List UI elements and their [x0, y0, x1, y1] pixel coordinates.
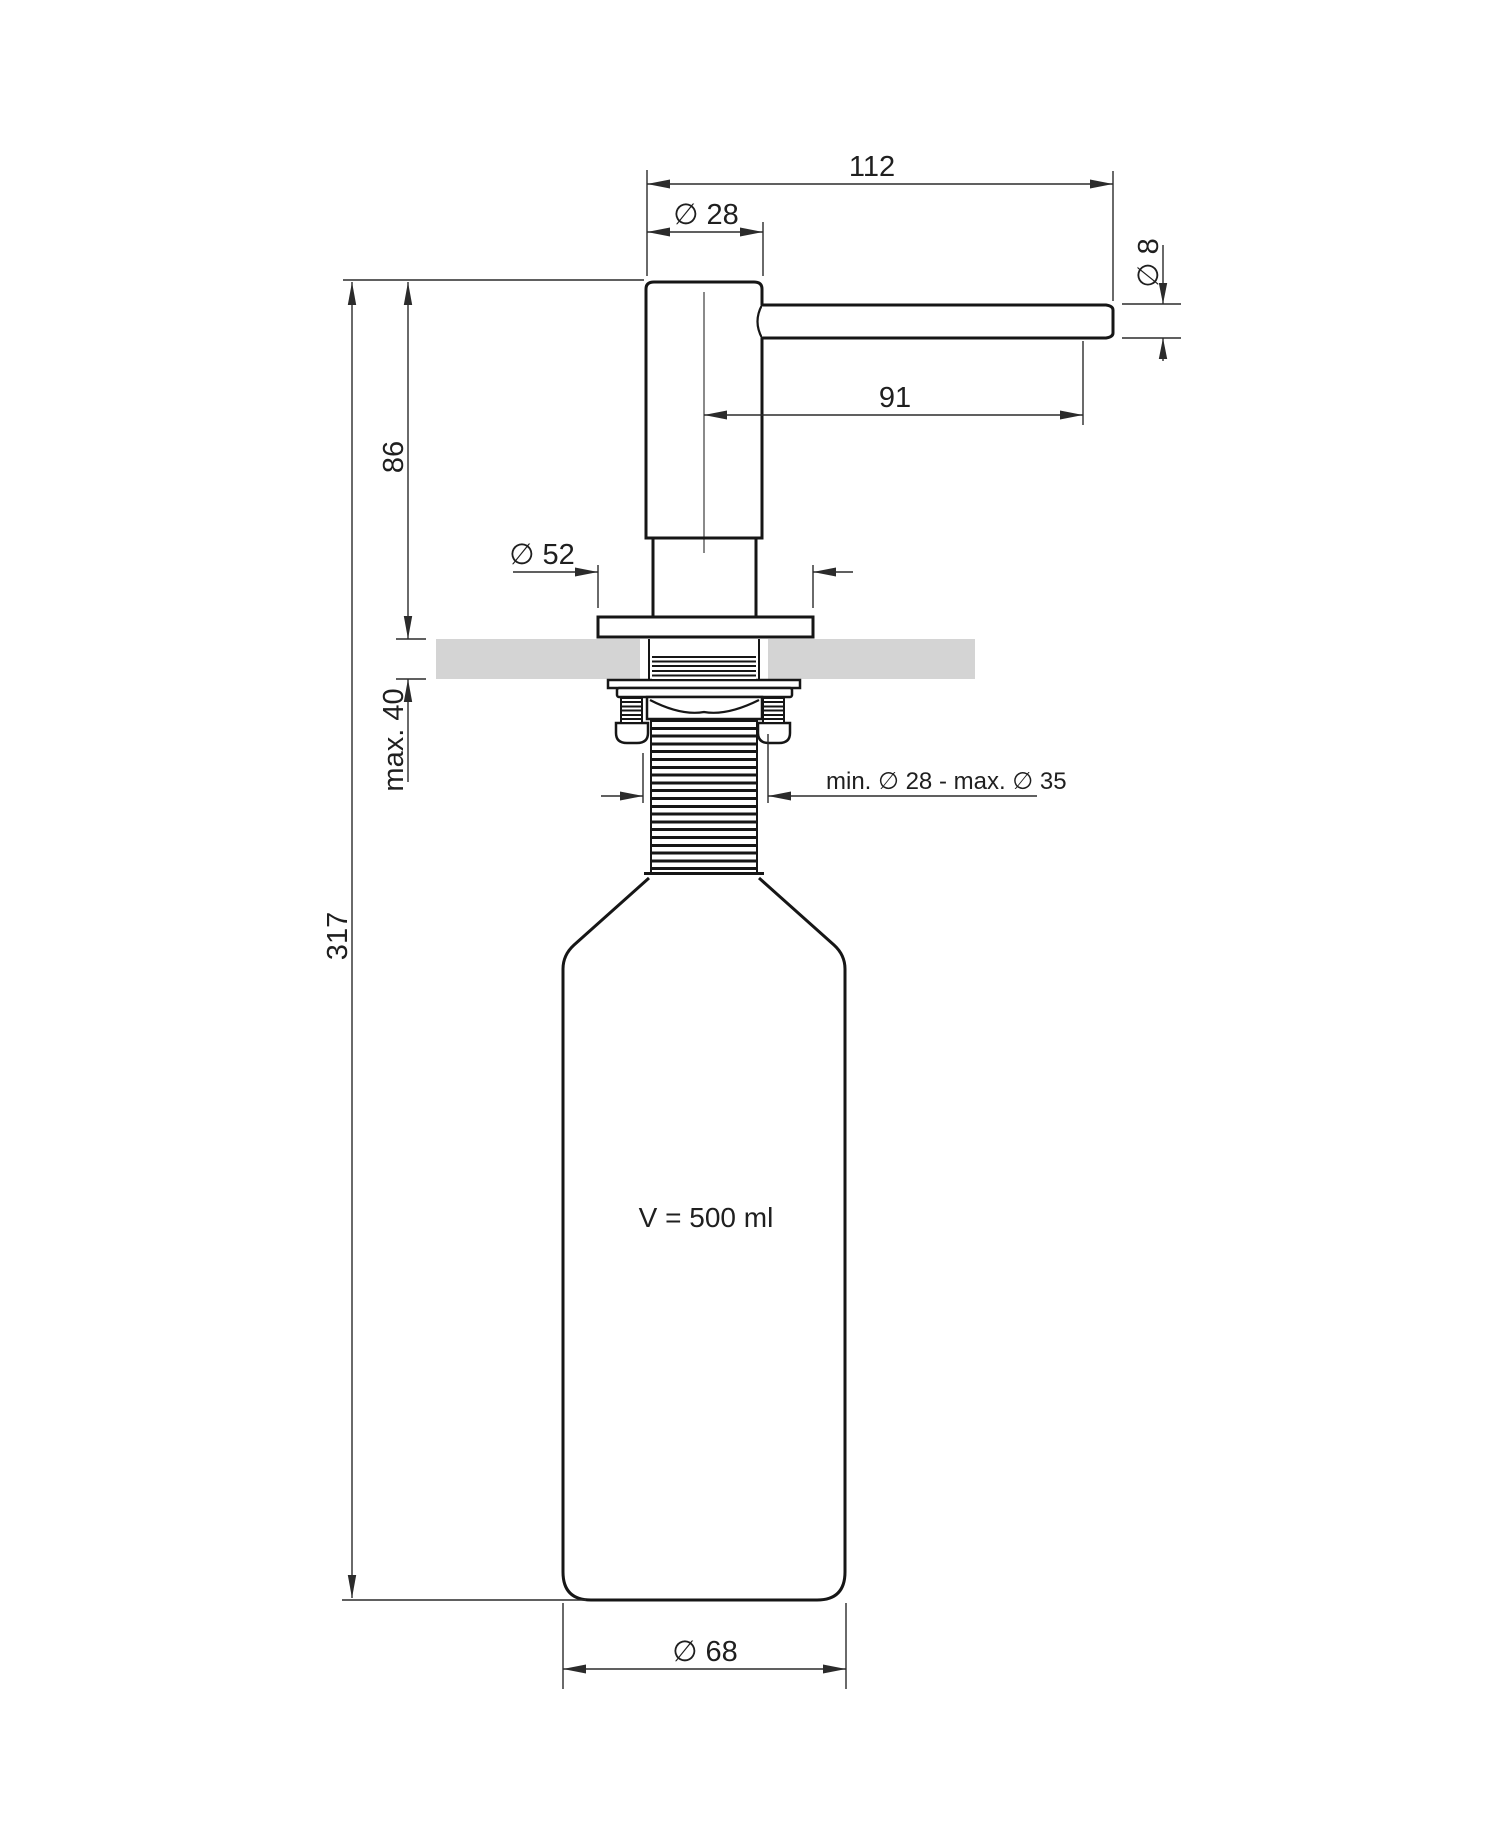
mounting-sleeve — [648, 639, 760, 680]
bottle-outline — [561, 876, 847, 1602]
dimension-lines — [342, 170, 1181, 1689]
dim-hole-range-label: min. ∅ 28 - max. ∅ 35 — [826, 768, 1067, 795]
dim-68-label: ∅ 68 — [672, 1636, 738, 1668]
ext-hole — [642, 734, 769, 803]
bottle-volume-label: V = 500 ml — [639, 1202, 774, 1233]
dim-317-label: 317 — [322, 912, 354, 960]
countertop — [436, 639, 975, 679]
dimension-arrows — [347, 179, 1168, 1674]
spout-joint-arc — [756, 304, 763, 339]
dimension-labels: 112 ∅ 28 ∅ 8 91 86 ∅ 52 max. 40 min. ∅ 2… — [322, 151, 1165, 1668]
flange — [596, 615, 815, 639]
bottle-neck-thread-tube — [650, 719, 758, 873]
set-screw-head-right — [756, 721, 792, 745]
mounting-nut — [645, 695, 764, 721]
countertop-left — [436, 639, 640, 679]
set-screw-thread-right — [762, 697, 785, 723]
nut-facet-arcs — [649, 699, 760, 714]
neck-ledge — [644, 872, 764, 875]
sleeve-thread-hatch — [652, 656, 756, 679]
countertop-right — [768, 639, 975, 679]
ext-68 — [562, 1603, 847, 1689]
dim-8-label: ∅ 8 — [1133, 238, 1165, 287]
spout — [762, 303, 1115, 340]
ext-52 — [597, 565, 814, 608]
dim-28-label: ∅ 28 — [673, 199, 739, 231]
dim-max40-label: max. 40 — [378, 688, 410, 791]
dim-112-label: 112 — [849, 151, 895, 183]
washer-lip — [615, 686, 794, 699]
shank — [651, 538, 758, 617]
dim-91-label: 91 — [879, 382, 911, 414]
ext-counter-ticks — [396, 638, 426, 680]
pump-head — [644, 280, 1115, 617]
set-screw-head-left — [614, 721, 650, 745]
ext-spout-ticks — [1122, 303, 1181, 339]
mounting-hardware — [606, 678, 802, 745]
dim-52-label: ∅ 52 — [509, 539, 575, 571]
dim-86-label: 86 — [378, 441, 410, 473]
set-screw-thread-left — [620, 697, 643, 723]
